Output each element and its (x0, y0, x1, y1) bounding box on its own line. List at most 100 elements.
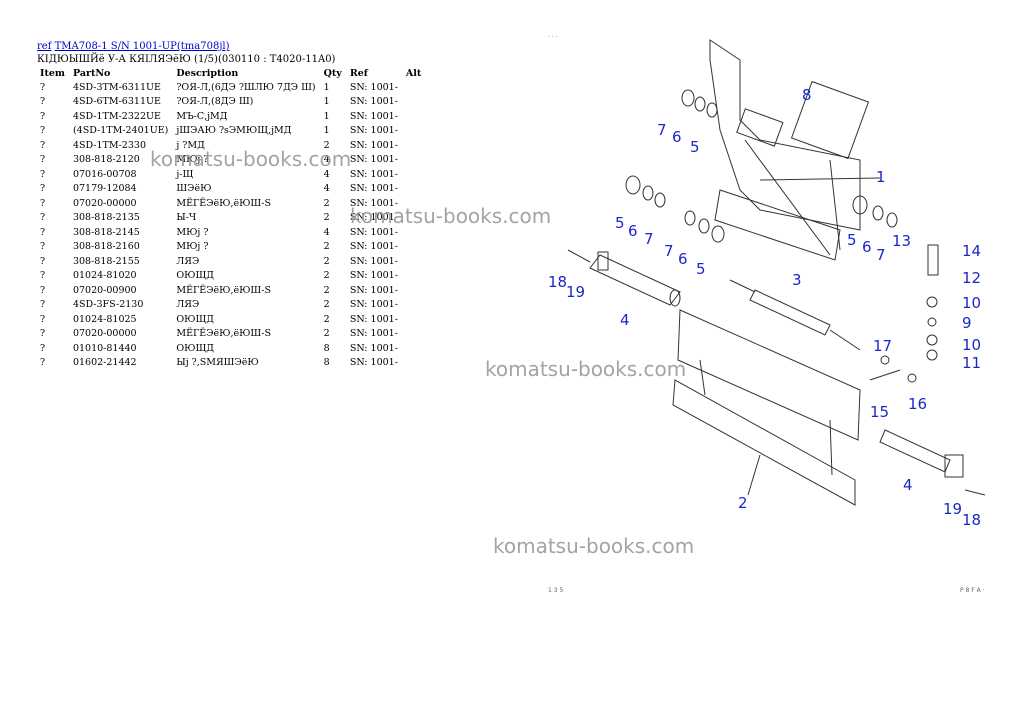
table-cell: 01602-21442 (72, 357, 137, 369)
table-cell: SN: 1001- (349, 299, 398, 311)
watermark: komatsu-books.com (150, 147, 352, 171)
table-cell (402, 109, 425, 124)
svg-text:5: 5 (615, 214, 625, 232)
table-row: ? 01024-81020 ОЮЩД 2 SN: 1001- (36, 269, 425, 284)
table-cell: 308-818-2160 (72, 241, 140, 253)
svg-text:6: 6 (862, 238, 872, 256)
svg-text:5: 5 (847, 231, 857, 249)
svg-text:7: 7 (644, 230, 654, 248)
svg-text:6: 6 (672, 128, 682, 146)
table-cell: SN: 1001- (349, 357, 398, 369)
svg-text:3: 3 (792, 271, 802, 289)
table-cell: 2 (323, 255, 330, 267)
svg-text:16: 16 (908, 395, 927, 413)
svg-text:6: 6 (678, 250, 688, 268)
svg-text:11: 11 (962, 354, 981, 372)
table-cell: 01024-81025 (72, 313, 137, 325)
svg-text:7: 7 (657, 121, 667, 139)
table-cell: SN: 1001- (349, 270, 398, 282)
table-cell (402, 80, 425, 95)
table-cell (402, 138, 425, 153)
table-cell: ШЭёЮ (176, 183, 212, 195)
table-cell: ? (40, 270, 46, 282)
column-header: Item (40, 67, 65, 79)
table-cell: 2 (323, 270, 330, 282)
svg-text:15: 15 (870, 403, 889, 421)
watermark: komatsu-books.com (493, 534, 695, 558)
table-cell: 8 (323, 342, 330, 354)
table-cell: SN: 1001- (349, 96, 398, 108)
svg-text:18: 18 (962, 511, 981, 529)
table-cell: ОЮЩД (176, 270, 215, 282)
table-cell: ј-Щ (176, 168, 194, 180)
table-cell: SN: 1001- (349, 168, 398, 180)
exploded-parts-diagram: 1 2 3 4 4 5 5 5 5 6 6 6 6 7 7 7 7 8 9 10… (548, 39, 986, 529)
column-header: Alt (405, 67, 422, 79)
table-cell: ? (40, 299, 46, 311)
svg-text:18: 18 (548, 273, 567, 291)
table-cell (402, 312, 425, 327)
column-header: Ref (349, 67, 368, 79)
table-cell: ?ОЯ-Л,(6ДЭ ?ШЛЮ 7ДЭ Ш) (176, 81, 316, 93)
column-header: Description (176, 67, 239, 79)
table-cell: 07020-00000 (72, 197, 137, 209)
table-cell: SN: 1001- (349, 110, 398, 122)
table-cell: ? (40, 139, 46, 151)
table-cell: 07016-00708 (72, 168, 137, 180)
table-cell: SN: 1001- (349, 154, 398, 166)
table-cell (402, 254, 425, 269)
table-cell: SN: 1001- (349, 313, 398, 325)
table-cell (402, 95, 425, 110)
svg-text:19: 19 (566, 283, 585, 301)
page-mark-bottom-right: P 8 F A · (960, 587, 985, 594)
table-cell: ЛЯЭ (176, 255, 200, 267)
table-cell (402, 153, 425, 168)
svg-text:7: 7 (664, 242, 674, 260)
table-cell: 4SD-3FS-2130 (72, 299, 144, 311)
svg-text:4: 4 (620, 311, 630, 329)
table-cell: МЪ-С,јМД (176, 110, 228, 122)
column-header: Qty (323, 67, 342, 79)
table-cell: ? (40, 328, 46, 340)
table-cell: 2 (323, 241, 330, 253)
svg-text:17: 17 (873, 337, 892, 355)
page-subtitle: КIДЮЫШЙё У-А КЯIЛЯЭёЮ (1/5)(030110 : T40… (37, 54, 336, 65)
table-cell: МЁГЁЭёЮ,ёЮШ-S (176, 197, 271, 209)
table-cell: 308-818-2155 (72, 255, 140, 267)
svg-text:6: 6 (628, 222, 638, 240)
table-cell: SN: 1001- (349, 81, 398, 93)
watermark: komatsu-books.com (485, 357, 687, 381)
table-cell: МЮј ? (176, 154, 209, 166)
svg-text:13: 13 (892, 232, 911, 250)
table-cell: 4 (323, 226, 330, 238)
table-cell: ? (40, 168, 46, 180)
table-cell: 4 (323, 154, 330, 166)
svg-text:10: 10 (962, 336, 981, 354)
table-cell: SN: 1001- (349, 284, 398, 296)
table-cell: ? (40, 357, 46, 369)
table-cell (402, 341, 425, 356)
table-cell: ? (40, 284, 46, 296)
table-cell: Ыј ?,SМЯШЭёЮ (176, 357, 259, 369)
page-mark-bottom-left: 1 3 5 (548, 587, 564, 594)
svg-text:1: 1 (876, 168, 886, 186)
table-cell (402, 182, 425, 197)
ref-link[interactable]: ref (37, 41, 52, 52)
table-cell: 01024-81020 (72, 270, 137, 282)
table-cell: ј ?МД (176, 139, 205, 151)
svg-text:14: 14 (962, 242, 981, 260)
model-link[interactable]: TMA708-1 S/N 1001-UP(tma708jl) (54, 41, 230, 52)
